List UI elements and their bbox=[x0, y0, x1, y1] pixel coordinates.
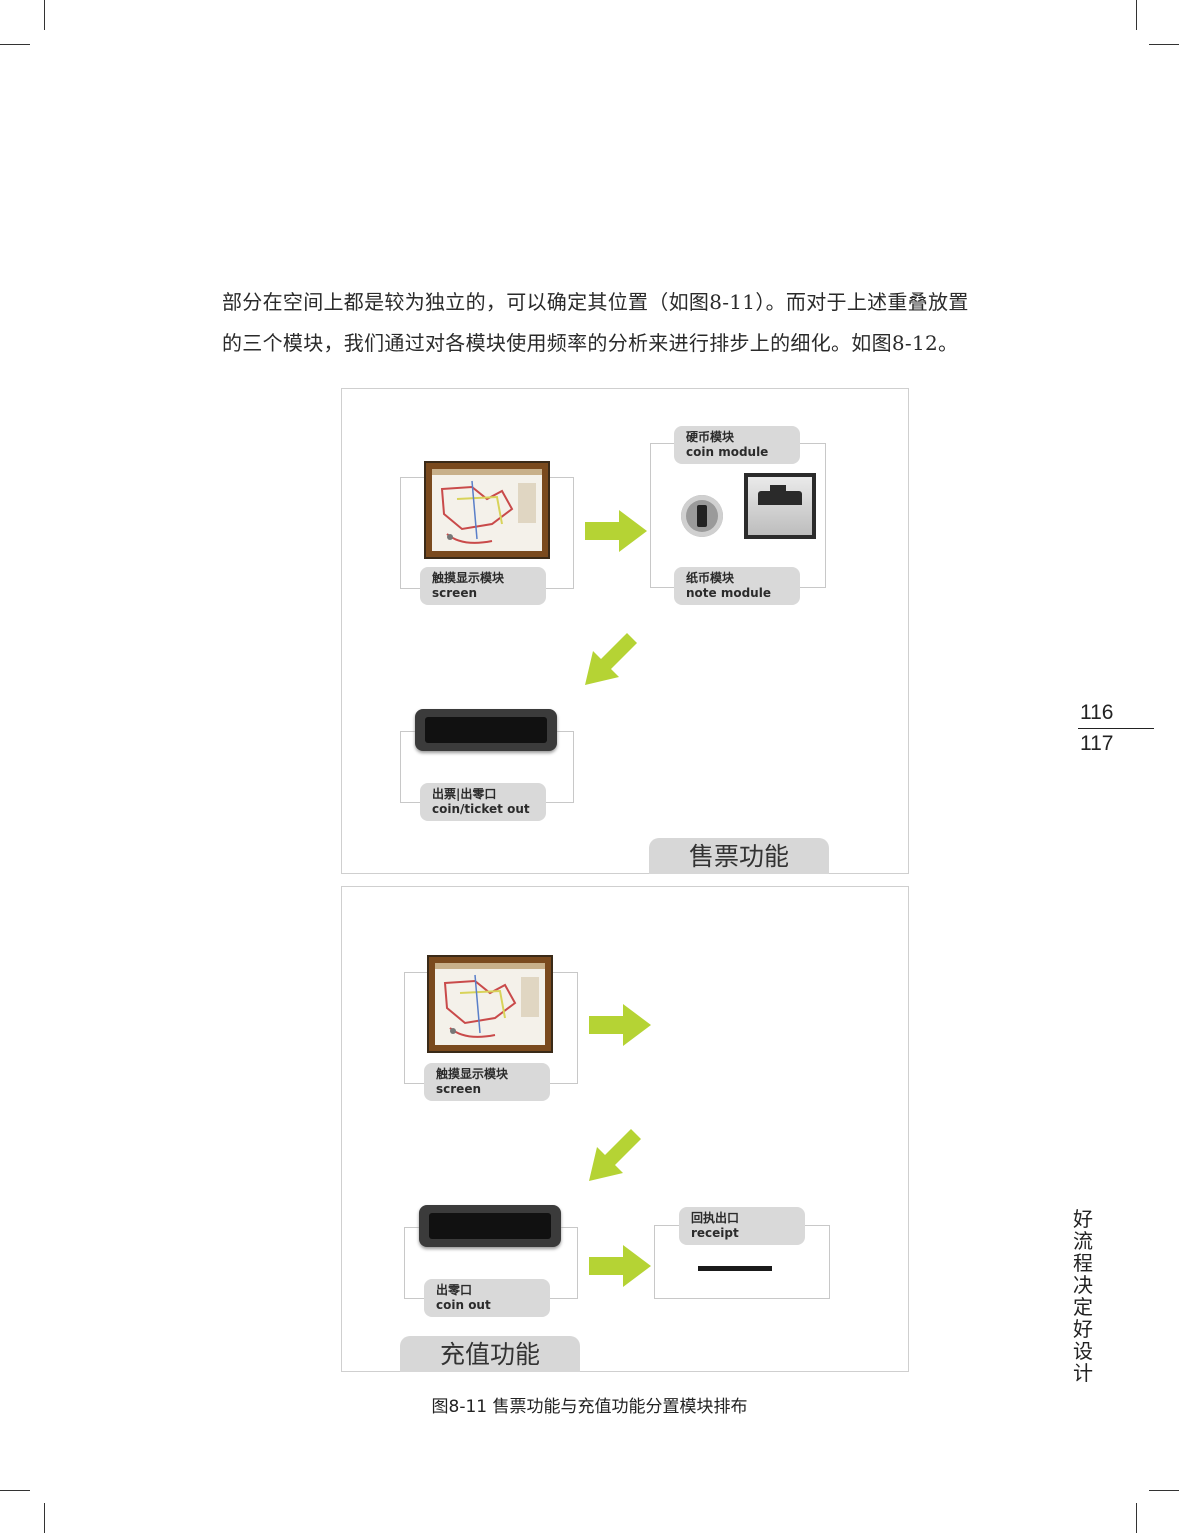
page-number-left: 116 bbox=[1080, 701, 1113, 725]
screen-label: 触摸显示模块 screen bbox=[420, 567, 546, 605]
touch-screen bbox=[424, 461, 550, 559]
metro-map-icon bbox=[435, 963, 545, 1045]
function-title-tab: 充值功能 bbox=[400, 1336, 580, 1372]
crop-mark bbox=[1149, 44, 1179, 45]
metro-map-icon bbox=[432, 469, 542, 551]
page-number-right: 117 bbox=[1080, 732, 1113, 756]
coin-module-label: 硬币模块 coin module bbox=[674, 426, 800, 464]
note-module-label: 纸币模块 note module bbox=[674, 567, 800, 605]
crop-mark bbox=[1136, 0, 1137, 30]
arrow-right-icon bbox=[589, 1245, 651, 1287]
paragraph-line: 的三个模块，我们通过对各模块使用频率的分析来进行排步上的细化。如图8-12。 bbox=[222, 323, 1052, 364]
function-title-tab: 售票功能 bbox=[649, 838, 829, 874]
crop-mark bbox=[1149, 1490, 1179, 1491]
figure-recharge-function: 触摸显示模块 screen 出零口 coin out 回执出口 receipt … bbox=[341, 886, 909, 1372]
crop-mark bbox=[44, 1503, 45, 1533]
page-number-divider bbox=[1078, 728, 1154, 729]
coin-slot-icon bbox=[681, 495, 723, 537]
body-paragraph: 部分在空间上都是较为独立的，可以确定其位置（如图8-11）。而对于上述重叠放置 … bbox=[222, 282, 1052, 364]
receipt-slot-icon bbox=[698, 1266, 772, 1271]
paragraph-line: 部分在空间上都是较为独立的，可以确定其位置（如图8-11）。而对于上述重叠放置 bbox=[222, 282, 1052, 323]
book-title-vertical: 好流程决定好设计 bbox=[1071, 1208, 1095, 1384]
receipt-label: 回执出口 receipt bbox=[679, 1207, 805, 1245]
crop-mark bbox=[0, 44, 30, 45]
arrow-down-left-icon bbox=[585, 633, 637, 685]
touch-screen bbox=[427, 955, 553, 1053]
coin-out-slot-icon bbox=[419, 1205, 561, 1247]
coin-ticket-out-label: 出票|出零口 coin/ticket out bbox=[420, 783, 546, 821]
arrow-right-icon bbox=[585, 510, 647, 552]
screen-label: 触摸显示模块 screen bbox=[424, 1063, 550, 1101]
ticket-slot-icon bbox=[415, 709, 557, 751]
arrow-right-icon bbox=[589, 1004, 651, 1046]
crop-mark bbox=[44, 0, 45, 30]
crop-mark bbox=[0, 1490, 30, 1491]
arrow-down-left-icon bbox=[589, 1129, 641, 1181]
coin-out-label: 出零口 coin out bbox=[424, 1279, 550, 1317]
figure-caption: 图8-11 售票功能与充值功能分置模块排布 bbox=[0, 1392, 1179, 1417]
crop-mark bbox=[1136, 1503, 1137, 1533]
figure-ticket-function: 触摸显示模块 screen 硬币模块 coin module 纸币模块 note… bbox=[341, 388, 909, 874]
note-slot-icon bbox=[744, 473, 816, 539]
